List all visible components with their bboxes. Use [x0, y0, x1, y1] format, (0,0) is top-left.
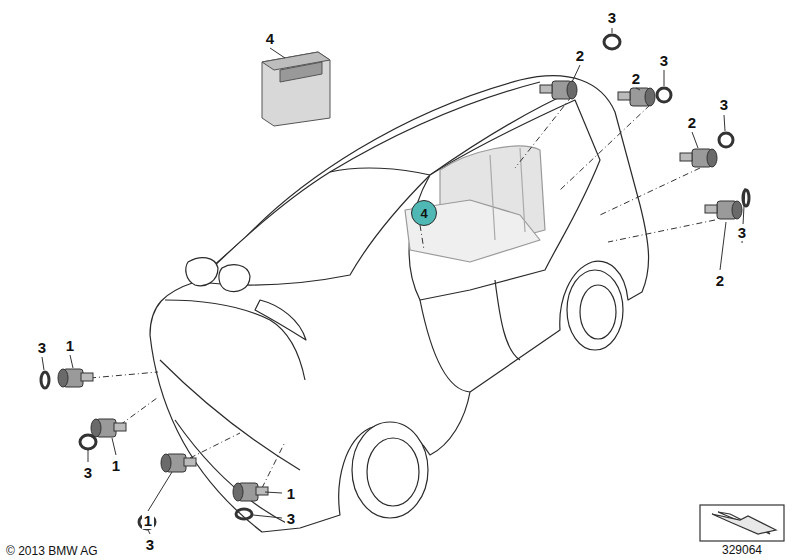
- callout-number: 3: [144, 536, 156, 553]
- callout-circle: 4: [411, 200, 437, 226]
- callout-number: 4: [420, 207, 427, 220]
- callout-number: 3: [82, 464, 94, 481]
- callout-number: 2: [686, 114, 698, 131]
- callout-number: 3: [36, 339, 48, 356]
- callout-number: 3: [718, 96, 730, 113]
- callout-number: 2: [574, 47, 586, 64]
- callout-number: 3: [658, 52, 670, 69]
- callout-number: 2: [630, 70, 642, 87]
- callout-number: 3: [736, 224, 748, 241]
- diagram-number: 329064: [720, 543, 764, 557]
- callout-number: 4: [264, 30, 276, 47]
- callout-number: 2: [714, 272, 726, 289]
- callout-number: 3: [285, 510, 297, 527]
- callout-number: 1: [64, 337, 76, 354]
- callout-number: 1: [110, 457, 122, 474]
- copyright-note: © 2013 BMW AG: [4, 544, 100, 558]
- callout-number: 3: [606, 9, 618, 26]
- callout-number: 1: [142, 512, 154, 529]
- callout-number: 1: [285, 485, 297, 502]
